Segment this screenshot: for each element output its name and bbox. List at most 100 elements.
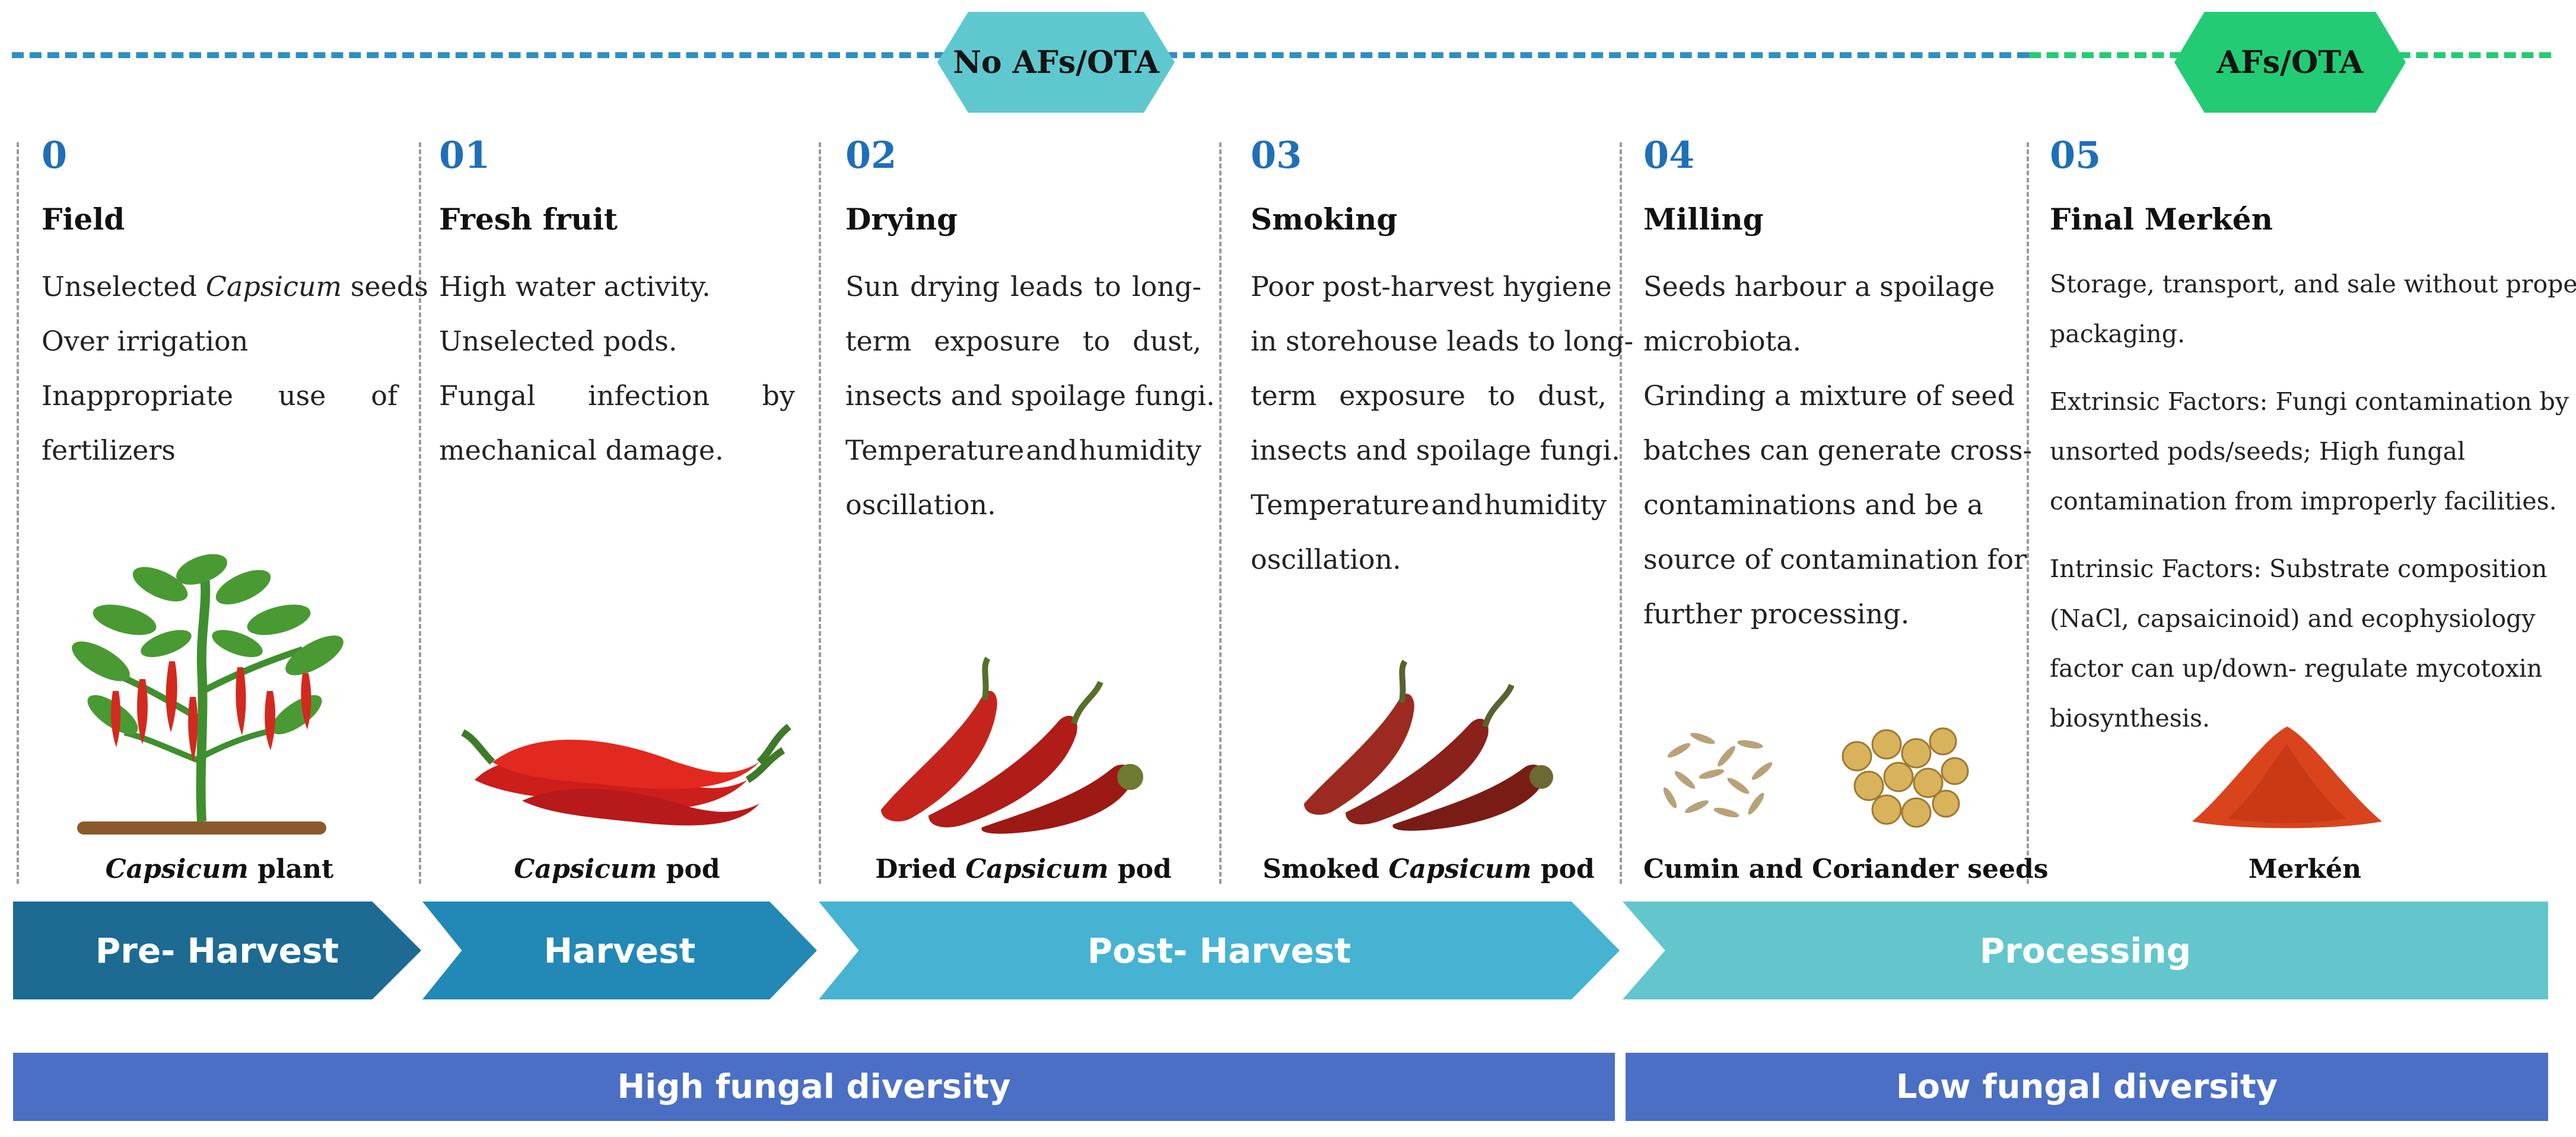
stage-title: Drying — [845, 202, 958, 237]
description-line: Poor post-harvest hygiene — [1251, 259, 1612, 314]
stage-number: 05 — [2050, 133, 2101, 177]
text-segment: Cumin and Coriander seeds — [1643, 854, 2049, 884]
description-line: (NaCl, capsaicinoid) and ecophysiology — [2050, 594, 2560, 644]
description-line: oscillation. — [1251, 532, 1607, 587]
text-segment: Storage, transport, and sale without pro… — [2050, 270, 2576, 298]
text-segment: biosynthesis. — [2050, 704, 2211, 732]
text-segment: Extrinsic Factors: Fungi contamination b… — [2050, 387, 2569, 416]
text-segment: insects and spoilage fungi. — [1251, 434, 1620, 466]
description-line: Inappropriate use of — [42, 368, 397, 423]
text-segment: Merkén — [2248, 854, 2362, 884]
stage-caption: Merkén — [2050, 854, 2560, 884]
stage-caption: Cumin and Coriander seeds — [1643, 854, 2049, 884]
text-segment: oscillation. — [1251, 543, 1401, 575]
description-line: batches can generate cross- — [1643, 423, 2032, 477]
description-line: High water activity. — [439, 259, 795, 314]
text-segment: oscillation. — [845, 489, 996, 521]
stage-number: 01 — [439, 133, 491, 177]
text-segment: dust, — [1133, 325, 1201, 357]
text-segment: to — [1083, 325, 1111, 357]
paragraph-gap — [2050, 526, 2560, 544]
stage-number: 02 — [845, 133, 897, 177]
text-segment: Poor post-harvest hygiene — [1251, 270, 1612, 302]
high-fungal-diversity-bar: High fungal diversity — [13, 1053, 1615, 1121]
stage-description: Storage, transport, and sale without pro… — [2050, 259, 2576, 743]
badge-no-afs-ota: No AFs/OTA — [937, 12, 1175, 113]
text-segment: humidity — [1484, 489, 1607, 521]
italic-text: Capsicum — [105, 854, 249, 884]
description-line: contaminations and be a — [1643, 477, 2011, 532]
description-line: Unselected Capsicum seeds — [42, 259, 428, 314]
text-segment: humidity — [1079, 434, 1201, 466]
text-segment: use — [278, 380, 326, 412]
description-line: Storage, transport, and sale without pro… — [2050, 259, 2576, 309]
description-line: Grinding a mixture of seed — [1643, 368, 2015, 423]
column-divider — [17, 142, 19, 884]
text-segment: packaging. — [2050, 320, 2185, 348]
text-segment: factor can up/down- regulate mycotoxin — [2050, 654, 2543, 683]
text-segment: contaminations and be a — [1643, 489, 1983, 521]
text-segment: insects and spoilage fungi. — [845, 380, 1215, 412]
capsicum-plant-illustration — [42, 543, 397, 839]
paragraph-gap — [2050, 359, 2560, 377]
text-segment: microbiota. — [1643, 325, 1802, 357]
text-segment: Over irrigation — [42, 325, 249, 357]
stage-title: Smoking — [1251, 202, 1398, 237]
fresh-pods-illustration — [439, 691, 795, 833]
text-segment: dust, — [1538, 380, 1607, 412]
text-segment: pod — [1531, 854, 1595, 884]
text-segment: Temperature — [1251, 489, 1430, 521]
text-segment: in storehouse leads to long- — [1251, 325, 1634, 357]
badge-afs-ota: AFs/OTA — [2174, 12, 2406, 113]
text-segment: source of contamination for — [1643, 543, 2027, 575]
low-fungal-diversity-bar: Low fungal diversity — [1626, 1053, 2548, 1121]
stage-title: Field — [42, 202, 125, 237]
text-segment: of — [371, 380, 397, 412]
stage-caption: Capsicum plant — [42, 854, 397, 884]
merken-powder-illustration — [2050, 703, 2560, 833]
description-line: Unselected pods. — [439, 314, 795, 368]
text-segment: term — [1251, 380, 1317, 412]
phase-processing: Processing — [1623, 902, 2548, 999]
text-segment: Temperature — [845, 434, 1025, 466]
text-segment: Inappropriate — [42, 380, 234, 412]
stage-caption: Smoked Capsicum pod — [1251, 854, 1607, 884]
italic-text: Capsicum — [1388, 854, 1532, 884]
description-line: fertilizers — [42, 423, 397, 477]
text-segment: High water activity. — [439, 270, 711, 302]
phase-pre-harvest: Pre- Harvest — [13, 902, 421, 999]
text-segment: Fungal — [439, 380, 536, 412]
text-segment: leads — [1010, 270, 1083, 302]
text-segment: term — [845, 325, 912, 357]
description-line: source of contamination for — [1643, 532, 2027, 587]
text-segment: Smoked — [1262, 854, 1389, 884]
column-divider — [1620, 142, 1622, 884]
text-segment: unsorted pods/seeds; High fungal — [2050, 437, 2466, 466]
text-segment: Dried — [875, 854, 966, 884]
text-segment: to — [1488, 380, 1516, 412]
stage-caption: Dried Capsicum pod — [845, 854, 1201, 884]
description-line: Extrinsic Factors: Fungi contamination b… — [2050, 377, 2569, 426]
text-segment: exposure — [934, 325, 1061, 357]
text-segment: seeds — [342, 270, 428, 302]
description-line: further processing. — [1643, 587, 2011, 641]
phase-post-harvest: Post- Harvest — [819, 902, 1620, 999]
text-segment: batches can generate cross- — [1643, 434, 2033, 466]
description-line: contamination from improperly facilities… — [2050, 476, 2560, 526]
stage-number: 04 — [1643, 133, 1695, 177]
stage-number: 0 — [42, 133, 68, 177]
column-divider — [419, 142, 421, 884]
column-divider — [1219, 142, 1222, 884]
description-line: insects and spoilage fungi. — [1251, 423, 1620, 477]
seeds-illustration — [1643, 703, 2011, 839]
text-segment: pod — [657, 854, 720, 884]
stage-title: Milling — [1643, 202, 1764, 237]
